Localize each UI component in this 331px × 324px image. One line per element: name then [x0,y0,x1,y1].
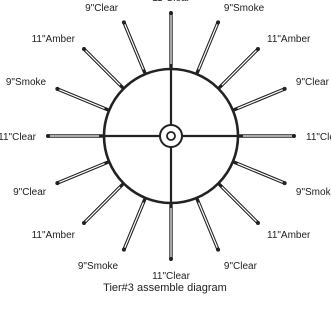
rod-tip-0 [169,11,173,15]
rod-label-2: 11"Amber [267,34,311,45]
rod-tip-14 [82,47,87,52]
rod-group [46,11,296,261]
rod-core-10 [85,186,121,222]
rod-tip-11 [55,181,60,186]
rod-label-1: 9"Smoke [224,3,265,14]
rod-label-13: 9"Smoke [6,77,47,88]
rod-tip-4 [292,134,296,138]
rod-core-7 [197,202,218,249]
rod-label-15: 9"Clear [85,3,119,14]
rod-label-3: 9"Clear [296,77,330,88]
rod-core-14 [85,50,121,86]
rod-core-6 [221,186,257,222]
rod-label-0: 11"Clear [152,0,190,4]
rod-label-9: 9"Smoke [78,261,119,272]
rod-core-3 [237,89,284,110]
rod-tip-5 [282,181,287,186]
rod-core-5 [237,162,284,183]
rod-tip-15 [121,20,126,25]
rod-tip-2 [255,47,260,52]
rod-tip-1 [216,20,221,25]
rod-label-10: 11"Amber [32,230,76,241]
rod-tip-6 [255,220,260,225]
ring-frame [102,67,240,205]
diagram-caption: Tier#3 assemble diagram [103,282,227,294]
rod-core-11 [58,162,105,183]
rod-label-7: 9"Clear [224,261,258,272]
rod-core-15 [124,23,145,70]
rod-core-13 [58,89,105,110]
rod-label-5: 9"Smoke [296,187,331,198]
rod-tip-8 [169,257,173,261]
rod-core-9 [124,202,145,249]
rod-label-11: 9"Clear [13,187,47,198]
center-hub-inner [166,131,176,141]
rod-label-12: 11"Clear [0,132,37,143]
rod-label-6: 11"Amber [267,230,311,241]
rod-tip-3 [282,86,287,91]
rod-tip-9 [121,247,126,252]
rod-tip-10 [82,220,87,225]
rod-tip-13 [55,86,60,91]
rod-core-2 [221,50,257,86]
rod-label-8: 11"Clear [152,271,190,282]
rod-tip-7 [216,247,221,252]
rod-tip-12 [46,134,50,138]
label-group: 11"Clear 9"Smoke 11"Amber 9"Clear 11"Clear 9"… [0,0,331,282]
rod-label-14: 11"Amber [32,34,76,45]
rod-core-1 [197,23,218,70]
rod-label-4: 11"Clear [306,132,331,143]
